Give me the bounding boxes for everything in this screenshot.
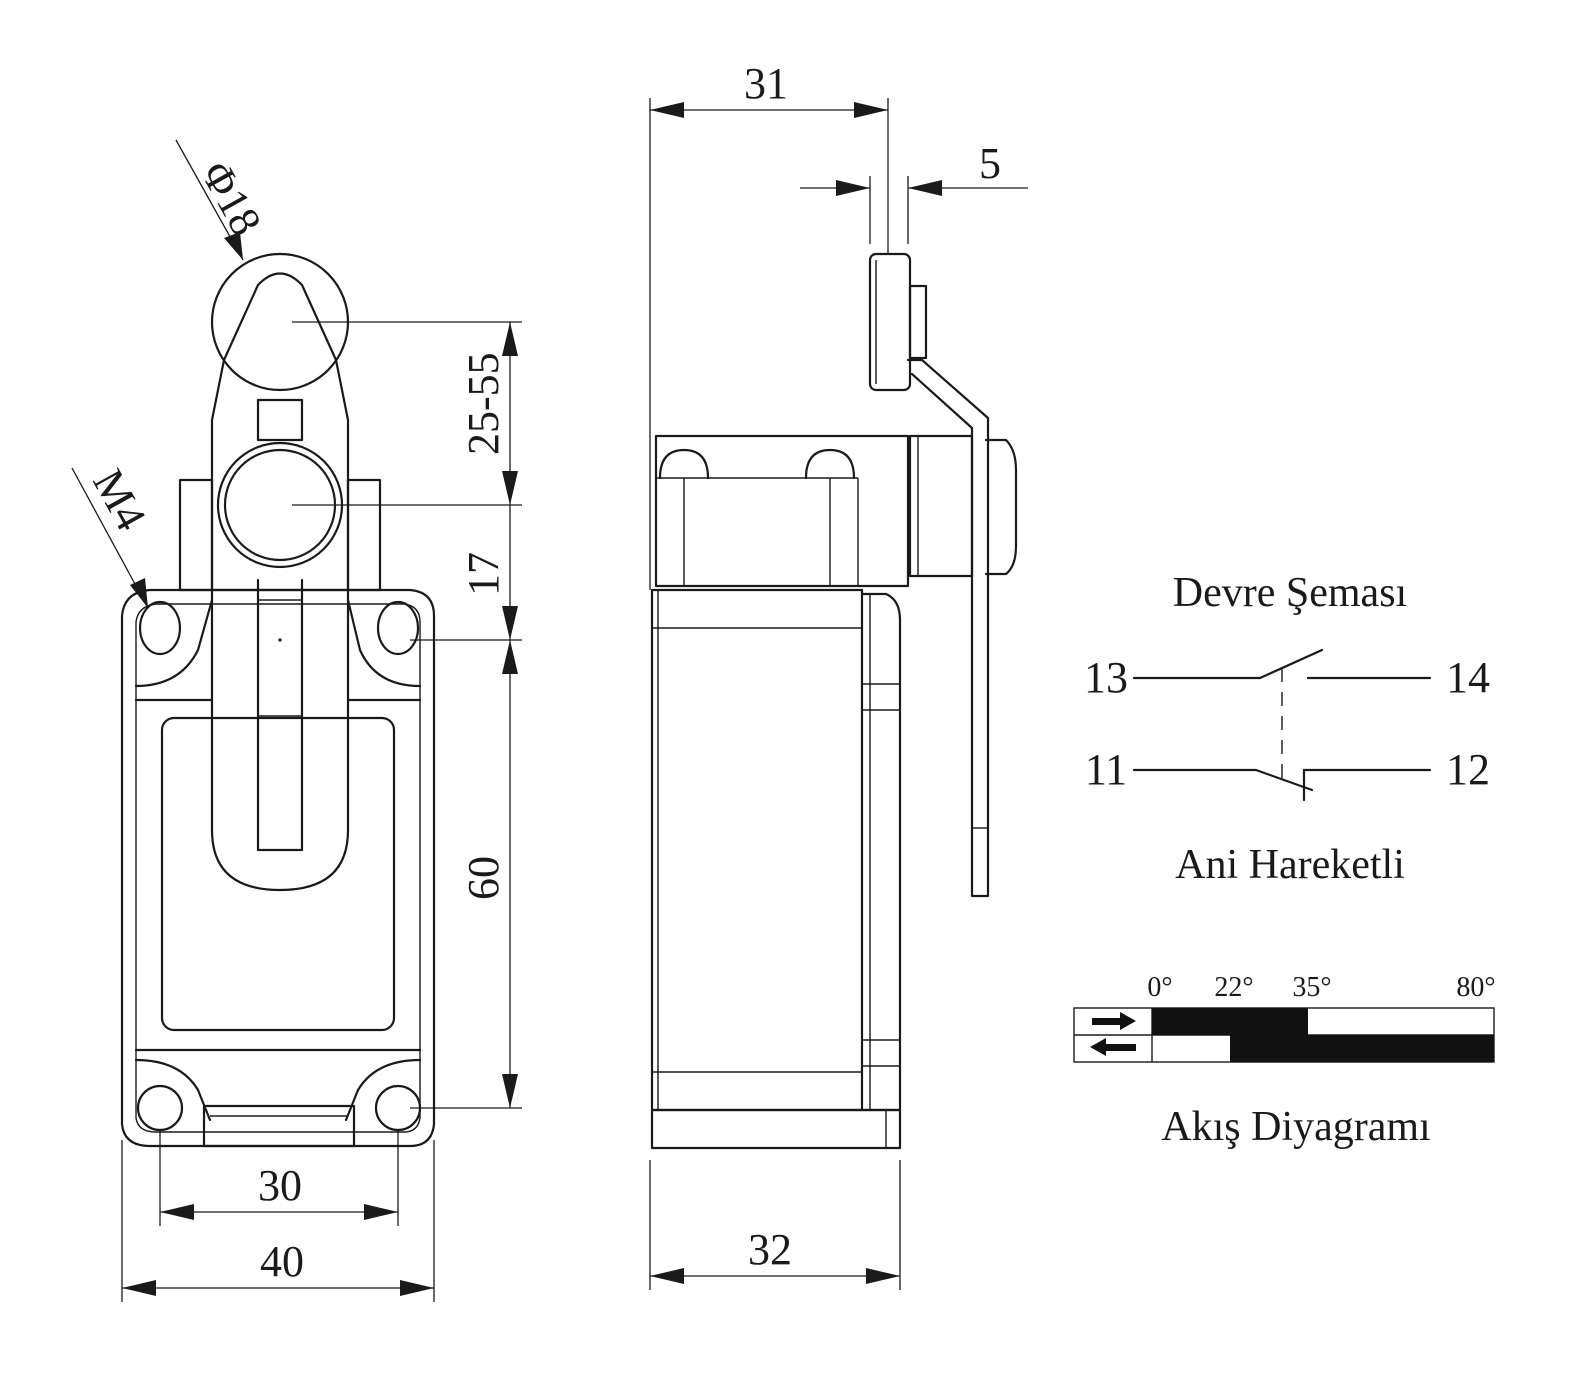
side-body [650,588,864,1112]
flow-caption: Akış Diyagramı [1161,1104,1430,1150]
dim-arm-to-mount: 17 [459,552,508,596]
lever-plate [210,272,350,592]
side-dimensions: 31 5 32 [649,59,1028,1290]
angle-80: 80° [1456,972,1495,1003]
mount-hole-tr [376,600,420,656]
lever-arm [210,588,350,892]
dim-body-depth: 32 [748,1225,792,1274]
front-dimensions: Φ18 M4 25-55 17 60 30 [71,139,522,1302]
cover-plate [160,716,396,1032]
terminal-14: 14 [1446,653,1490,702]
dim-hole-spacing: 30 [258,1161,302,1210]
dim-arm-adjust: 25-55 [459,352,508,455]
side-cover [860,592,902,1112]
mount-hole-bl [136,1084,184,1132]
dim-roller-diameter: Φ18 [191,153,271,243]
shaft-tab [256,398,304,442]
dim-body-width: 40 [260,1237,304,1286]
side-view [650,252,1018,1150]
bottom-slot [202,1104,356,1148]
angle-0: 0° [1147,972,1172,1003]
body-inner-edge [135,603,421,1133]
circuit-diagram: Devre Şeması 13 14 11 12 Ani Hareketli [1084,570,1490,888]
lever-slot [256,578,304,852]
head-block [654,434,910,588]
angle-22: 22° [1214,972,1253,1003]
terminal-12: 12 [1446,745,1490,794]
dim-roller-width: 5 [979,139,1001,188]
mount-hole-tl [138,600,182,656]
flow-bar-return [1230,1035,1494,1062]
terminal-11: 11 [1085,745,1127,794]
flow-diagram: 0° 22° 35° 80° Akış Diyagramı [1073,972,1496,1150]
dim-mount-height: 60 [459,856,508,900]
terminal-13: 13 [1084,653,1128,702]
angle-35: 35° [1292,972,1331,1003]
flow-bar-forward [1152,1008,1308,1035]
dim-thread: M4 [83,461,155,538]
circuit-title: Devre Şeması [1173,570,1407,616]
side-base [650,1108,902,1150]
shaft-housing [908,434,974,578]
circuit-caption: Ani Hareketli [1175,842,1405,888]
right-post [346,478,382,592]
dim-overall-depth: 31 [744,59,788,108]
body-outline [120,588,436,1148]
shaft-cap [984,438,1018,576]
front-view [120,252,436,1148]
side-lever [906,358,990,898]
left-post [178,478,214,592]
roller-hub [908,284,928,360]
